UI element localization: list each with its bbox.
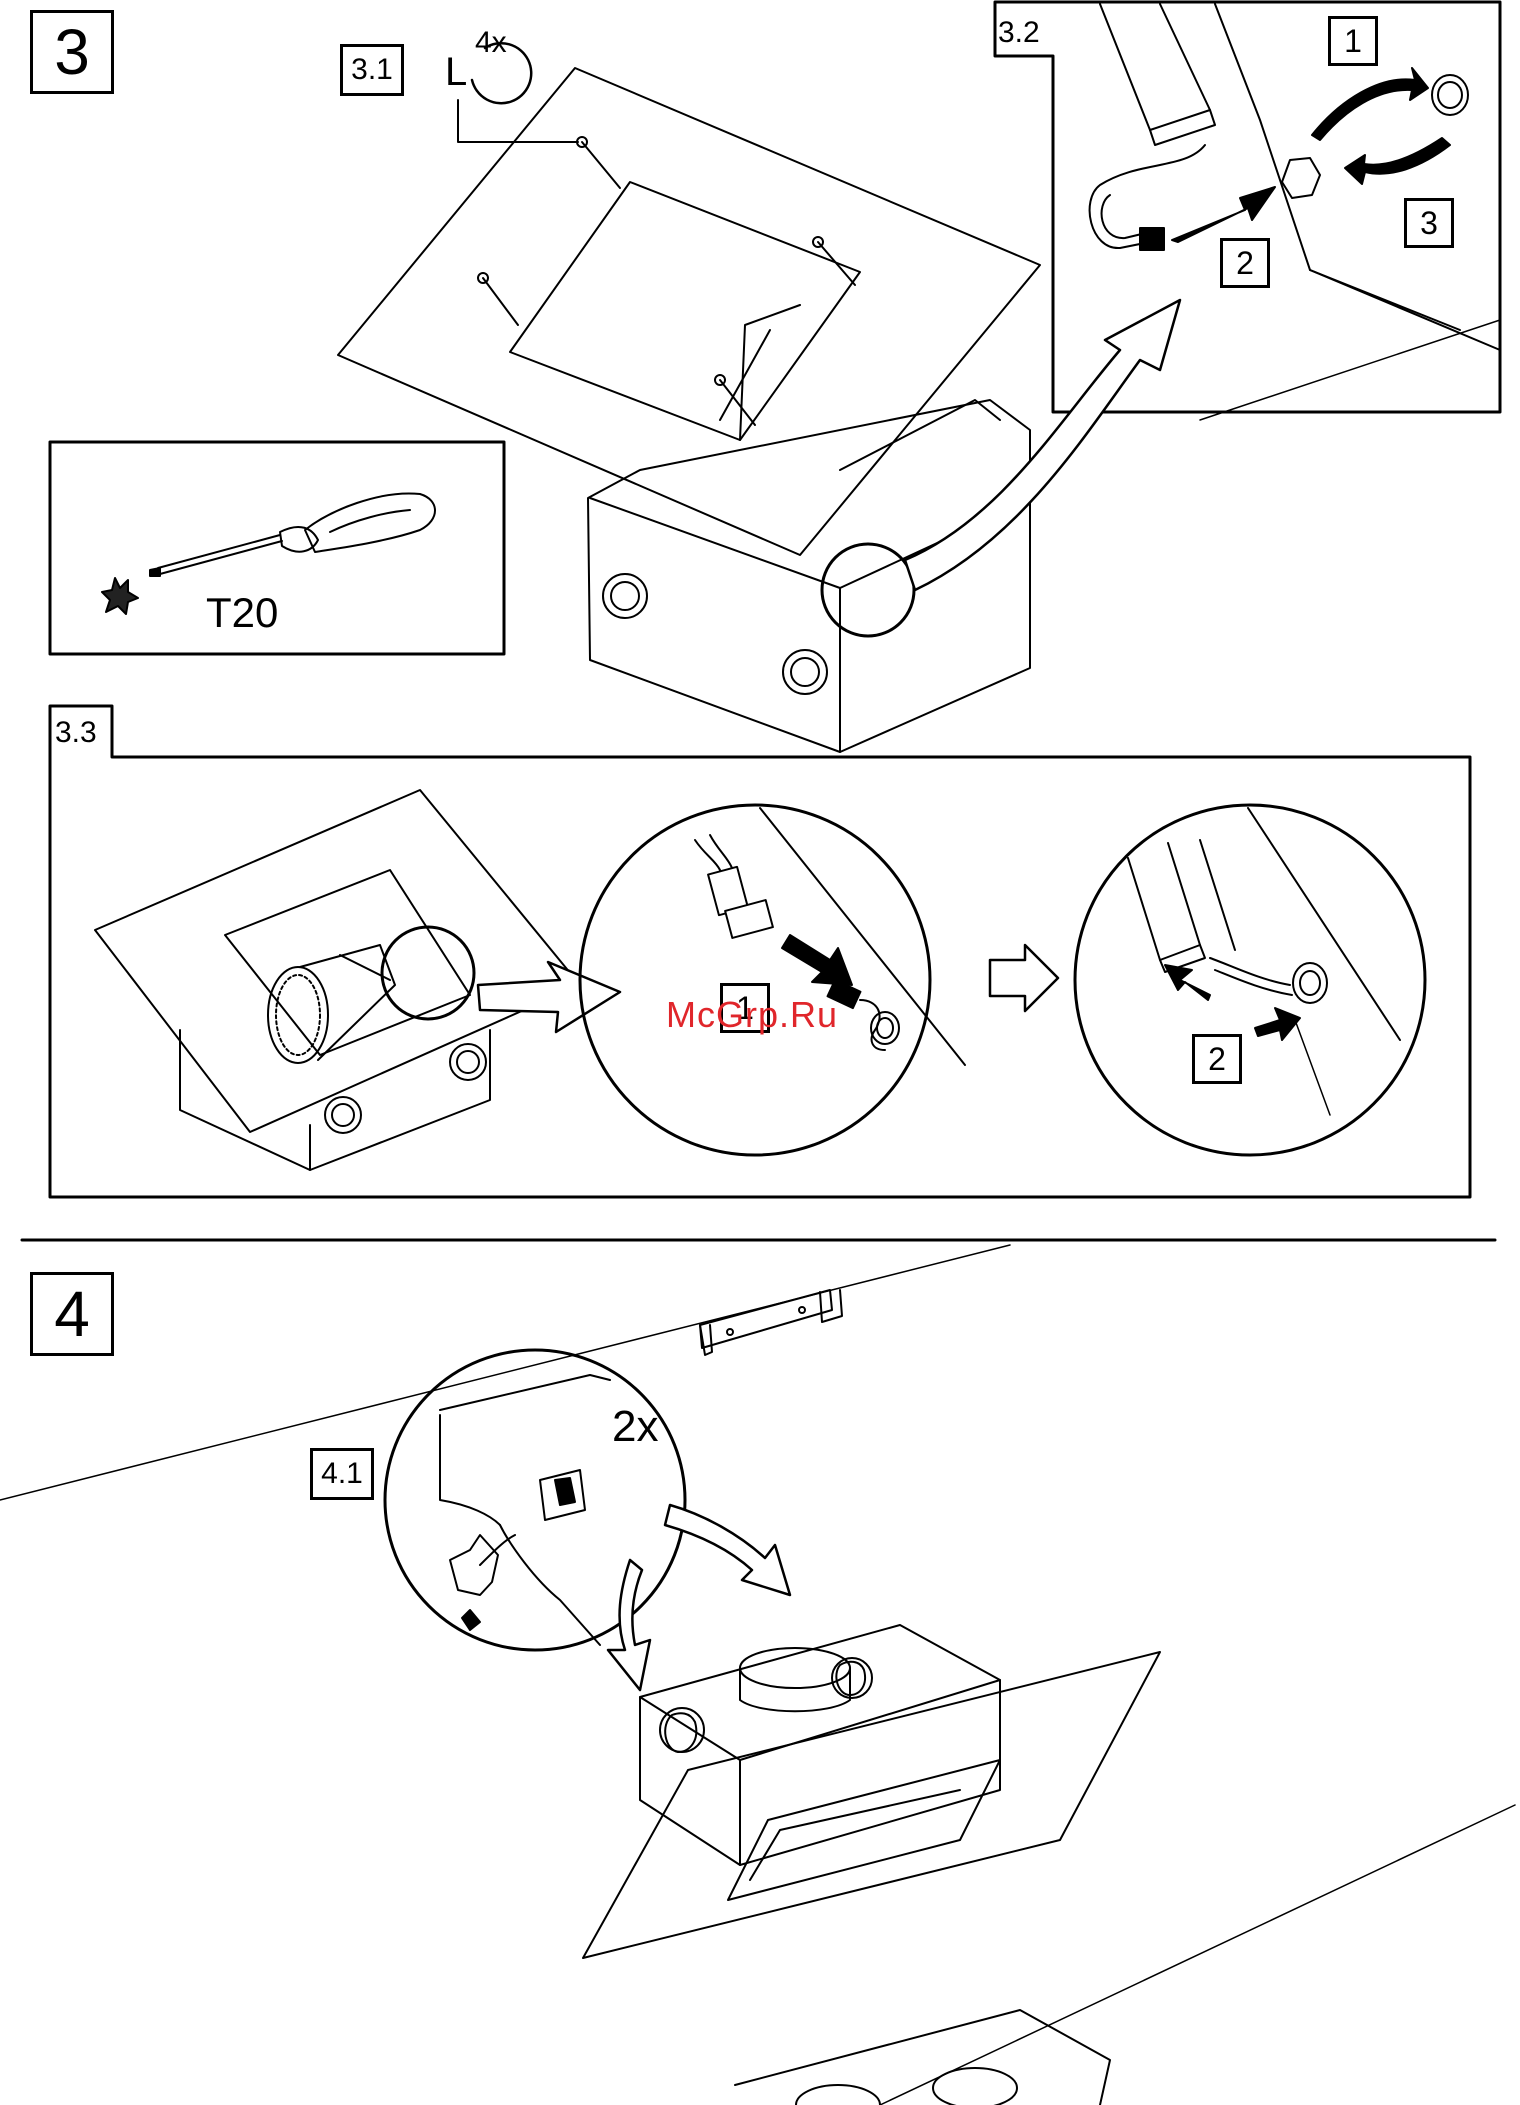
step-3-number: 3 (30, 10, 114, 94)
vent-hole-left (603, 574, 647, 618)
step-4-number: 4 (30, 1272, 114, 1356)
substep-3-2-label: 3.2 (998, 18, 1040, 48)
substep-3-1-label: 3.1 (340, 44, 404, 96)
zoom-circle-4-1 (385, 1350, 790, 1690)
zoom-circle-3-3-2 (1075, 805, 1425, 1155)
callout-3-2-1: 1 (1328, 16, 1378, 66)
cooktop (735, 2010, 1110, 2105)
arrow-to-3-2 (905, 300, 1180, 590)
hood-step4 (583, 1625, 1160, 1958)
next-arrow-3-3 (990, 945, 1058, 1011)
detail-circle-3-3 (382, 927, 474, 1019)
detail-circle-3-2 (822, 544, 914, 636)
hood-body-step3 (588, 400, 1030, 752)
hood-with-motor-3-3 (95, 790, 620, 1170)
arrow-down-4-1 (608, 1560, 650, 1690)
watermark-text: McGrp.Ru (666, 997, 838, 1033)
glass-panel-step3 (338, 68, 1040, 555)
tool-t20-label: T20 (206, 592, 278, 634)
wall-bracket (700, 1290, 842, 1355)
detail-frame-3-3 (50, 706, 1470, 1197)
bracket-qty-label: 2x (612, 1405, 658, 1449)
wall-and-ceiling-lines (0, 1245, 1515, 2105)
callout-3-2-3: 3 (1404, 198, 1454, 248)
zoom-circle-3-3-1 (580, 805, 965, 1155)
callout-3-2-2: 2 (1220, 238, 1270, 288)
vent-hole-right (783, 650, 827, 694)
screw-type-label: L (445, 52, 467, 92)
callout-3-3-2: 2 (1192, 1034, 1242, 1084)
screw-qty-label: 4x (475, 28, 507, 58)
screws-3-1 (458, 100, 855, 425)
substep-4-1-label: 4.1 (310, 1448, 374, 1500)
substep-3-3-label: 3.3 (55, 718, 97, 748)
arrow-right-4-1 (665, 1505, 790, 1595)
